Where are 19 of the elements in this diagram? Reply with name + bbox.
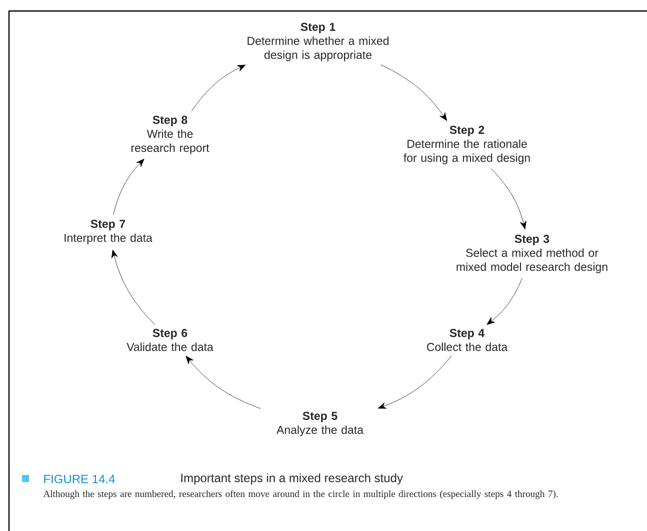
arrow — [111, 250, 155, 325]
arrow — [378, 355, 452, 409]
arrow — [186, 356, 261, 409]
arrow — [380, 64, 448, 121]
step-label: Step 7 Interpret the data — [64, 220, 152, 244]
step-label: Step 6 Validate the data — [126, 328, 214, 352]
step-label: Step 4 Collect the data — [427, 328, 508, 352]
step-label: Step 5 Analyze the data — [276, 412, 364, 436]
step-label: Step 8 Write the research report — [131, 116, 210, 154]
figure-title: Important steps in a mixed research study — [181, 473, 403, 485]
arrow — [486, 278, 522, 325]
step-label: Step 3 Select a mixed method or mixed model research design — [456, 234, 608, 274]
step-label: Step 1 Determine whether a mixed design is appropriate — [248, 22, 388, 62]
step-label: Step 2 Determine the rationale for using a mixed design — [404, 126, 530, 164]
figure-number: FIGURE 14.4 — [44, 474, 115, 484]
arrow — [490, 168, 526, 230]
arrow — [191, 64, 246, 112]
caption-text: Although the steps are numbered, researchers often move around in the circle in multiple directions (especially steps 4 through 7). — [43, 490, 558, 500]
arrow — [113, 158, 144, 215]
